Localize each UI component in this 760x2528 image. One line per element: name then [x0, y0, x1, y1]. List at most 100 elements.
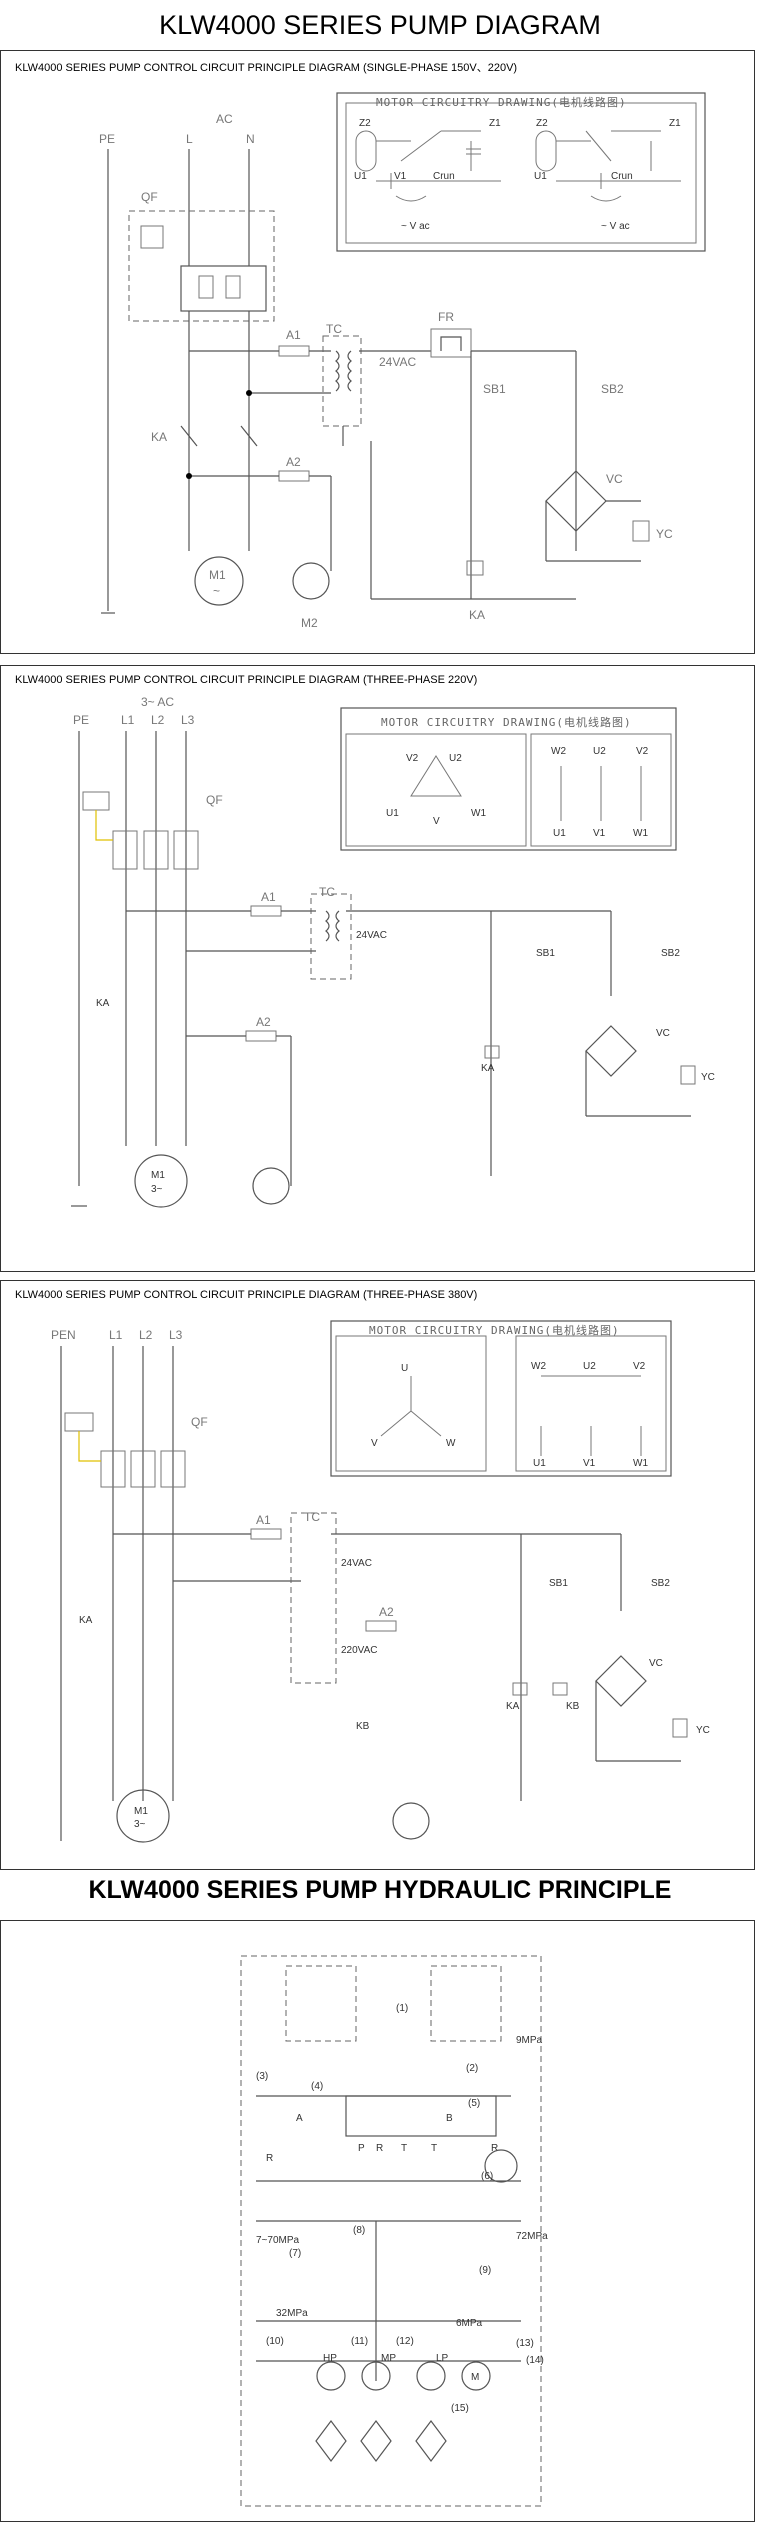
svg-text:220VAC: 220VAC: [341, 1645, 378, 1656]
svg-text:R: R: [266, 2153, 273, 2164]
svg-text:A2: A2: [256, 1015, 271, 1029]
svg-text:U1: U1: [534, 171, 547, 182]
motor-m2: [292, 562, 330, 600]
three-phase-220-panel: KLW4000 SERIES PUMP CONTROL CIRCUIT PRIN…: [0, 665, 755, 1272]
svg-text:72MPa: 72MPa: [516, 2231, 548, 2242]
svg-text:HP: HP: [323, 2353, 337, 2364]
svg-text:U2: U2: [449, 753, 462, 764]
svg-text:TC: TC: [319, 885, 335, 899]
svg-text:~ V ac: ~ V ac: [601, 221, 630, 232]
svg-text:Z2: Z2: [359, 118, 371, 129]
motor-box-title: MOTOR CIRCUITRY DRAWING(电机线路图): [376, 95, 627, 109]
svg-text:A1: A1: [261, 890, 276, 904]
motor-m1: [194, 556, 244, 606]
svg-text:R: R: [376, 2143, 383, 2154]
svg-text:U1: U1: [354, 171, 367, 182]
hydraulic-schematic: (1) (3) (4) (2) 9MPa A B R P R T T R (5)…: [240, 1955, 548, 2507]
svg-text:A: A: [296, 2113, 303, 2124]
svg-text:SB1: SB1: [536, 948, 555, 959]
svg-text:U: U: [401, 1363, 408, 1374]
svg-text:MOTOR CIRCUITRY DRAWING(电机线路图): MOTOR CIRCUITRY DRAWING(电机线路图): [369, 1323, 620, 1337]
svg-text:SB1: SB1: [549, 1578, 568, 1589]
svg-text:VC: VC: [606, 472, 623, 486]
svg-text:Crun: Crun: [611, 171, 633, 182]
svg-text:AC: AC: [216, 112, 233, 126]
svg-text:L2: L2: [151, 713, 165, 727]
svg-text:Crun: Crun: [433, 171, 455, 182]
svg-text:W2: W2: [551, 746, 566, 757]
svg-text:W1: W1: [633, 1458, 648, 1469]
svg-text:W2: W2: [531, 1361, 546, 1372]
svg-text:A2: A2: [379, 1605, 394, 1619]
svg-text:YC: YC: [656, 527, 673, 541]
svg-text:PEN: PEN: [51, 1328, 76, 1342]
svg-text:(6): (6): [481, 2171, 493, 2182]
motor-m1: [116, 1789, 170, 1843]
svg-text:L1: L1: [109, 1328, 123, 1342]
svg-text:YC: YC: [701, 1072, 715, 1083]
hydraulic-title: KLW4000 SERIES PUMP HYDRAULIC PRINCIPLE: [88, 1876, 672, 1904]
svg-text:M1: M1: [209, 568, 226, 582]
panel-title: KLW4000 SERIES PUMP CONTROL CIRCUIT PRIN…: [15, 1289, 478, 1301]
svg-text:A1: A1: [286, 328, 301, 342]
svg-text:M1: M1: [134, 1806, 148, 1817]
svg-text:LP: LP: [436, 2353, 449, 2364]
page-title: KLW4000 SERIES PUMP DIAGRAM: [159, 10, 601, 40]
svg-text:KB: KB: [356, 1721, 370, 1732]
svg-text:L: L: [186, 132, 193, 146]
svg-text:(7): (7): [289, 2248, 301, 2259]
svg-text:A2: A2: [286, 455, 301, 469]
panel-title: KLW4000 SERIES PUMP CONTROL CIRCUIT PRIN…: [15, 674, 478, 686]
motor-circuitry-box: [340, 707, 677, 851]
svg-text:V: V: [371, 1438, 378, 1449]
svg-text:V1: V1: [583, 1458, 596, 1469]
svg-text:(4): (4): [311, 2081, 323, 2092]
svg-text:V: V: [433, 816, 440, 827]
svg-text:(11): (11): [351, 2336, 368, 2347]
panel-title: KLW4000 SERIES PUMP CONTROL CIRCUIT PRIN…: [15, 62, 518, 74]
svg-text:V1: V1: [394, 171, 407, 182]
svg-text:(15): (15): [451, 2403, 469, 2414]
svg-text:VC: VC: [656, 1028, 670, 1039]
svg-text:U2: U2: [583, 1361, 596, 1372]
motor-circuitry-box: [330, 1320, 672, 1477]
svg-text:PE: PE: [73, 713, 89, 727]
svg-text:SB2: SB2: [601, 382, 624, 396]
svg-text:32MPa: 32MPa: [276, 2308, 308, 2319]
svg-text:(2): (2): [466, 2063, 478, 2074]
svg-text:R: R: [491, 2143, 498, 2154]
three-phase-220-circuit: MOTOR CIRCUITRY DRAWING(电机线路图) V2 U2 U1 …: [71, 695, 715, 1208]
svg-text:KA: KA: [96, 998, 110, 1009]
svg-text:YC: YC: [696, 1725, 710, 1736]
svg-text:V2: V2: [633, 1361, 646, 1372]
svg-text:24VAC: 24VAC: [356, 930, 387, 941]
svg-text:V2: V2: [636, 746, 649, 757]
svg-text:U1: U1: [386, 808, 399, 819]
motor-m1: [134, 1154, 188, 1208]
svg-text:KA: KA: [151, 430, 167, 444]
svg-text:Z2: Z2: [536, 118, 548, 129]
svg-text:SB2: SB2: [651, 1578, 670, 1589]
svg-text:QF: QF: [141, 190, 158, 204]
svg-text:N: N: [246, 132, 255, 146]
svg-text:T: T: [401, 2143, 407, 2154]
svg-text:U2: U2: [593, 746, 606, 757]
svg-text:(8): (8): [353, 2225, 365, 2236]
svg-text:B: B: [446, 2113, 453, 2124]
svg-text:(3): (3): [256, 2071, 268, 2082]
svg-text:SB1: SB1: [483, 382, 506, 396]
svg-text:L2: L2: [139, 1328, 153, 1342]
svg-text:(10): (10): [266, 2336, 284, 2347]
svg-text:V2: V2: [406, 753, 419, 764]
svg-text:~: ~: [213, 584, 220, 598]
svg-text:VC: VC: [649, 1658, 663, 1669]
svg-text:SB2: SB2: [661, 948, 680, 959]
svg-text:(5): (5): [468, 2098, 480, 2109]
svg-text:L3: L3: [181, 713, 195, 727]
svg-text:Z1: Z1: [669, 118, 681, 129]
svg-text:KA: KA: [469, 608, 485, 622]
svg-text:FR: FR: [438, 310, 454, 324]
svg-text:MP: MP: [381, 2353, 396, 2364]
svg-text:T: T: [431, 2143, 437, 2154]
svg-text:QF: QF: [191, 1415, 208, 1429]
